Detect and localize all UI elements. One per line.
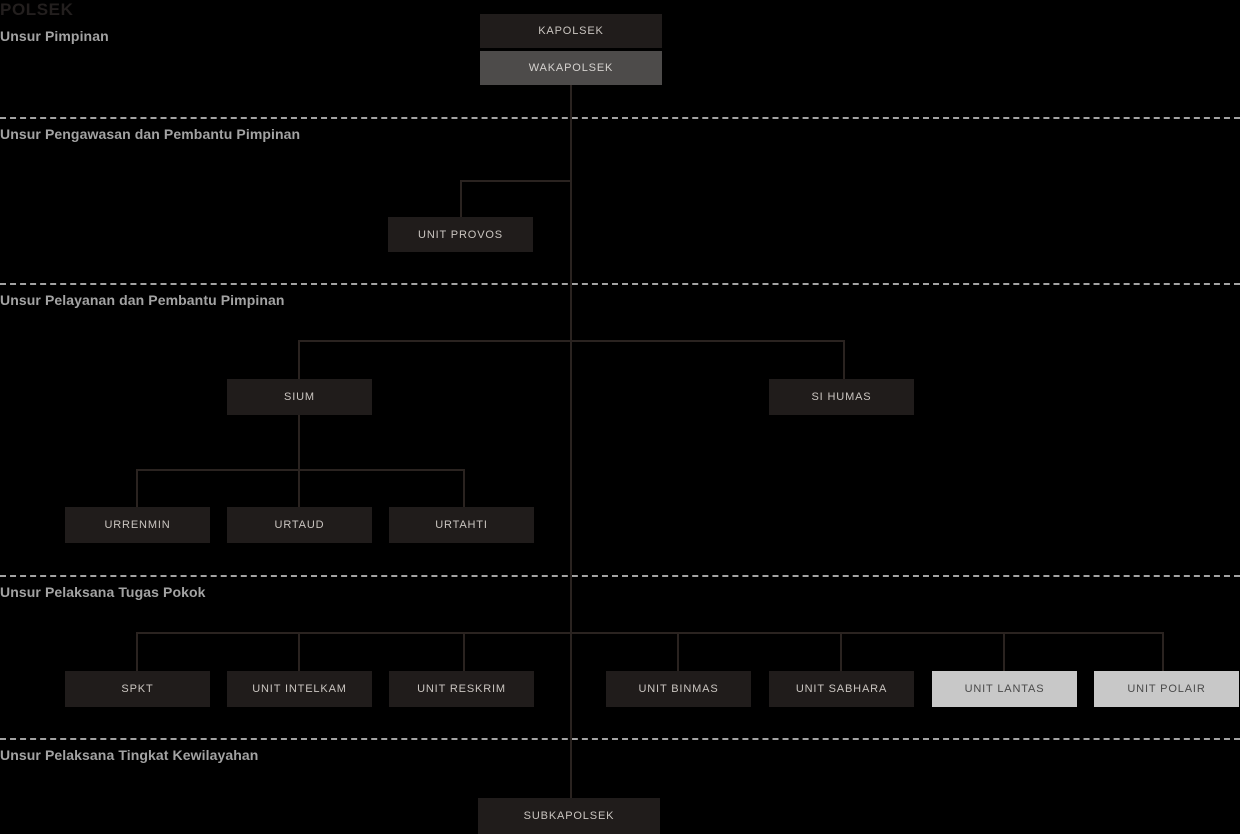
connector-intelkam-vertical bbox=[298, 632, 300, 671]
section-label-unsur-pelayanan-pembantu-pimpinan: Unsur Pelayanan dan Pembantu Pimpinan bbox=[0, 292, 285, 308]
section-label-unsur-pimpinan: Unsur Pimpinan bbox=[0, 28, 109, 44]
node-urtahti[interactable]: URTAHTI bbox=[389, 507, 534, 543]
node-unit-provos-label: UNIT PROVOS bbox=[418, 228, 503, 241]
node-urtaud-label: URTAUD bbox=[274, 519, 325, 531]
node-urtahti-label: URTAHTI bbox=[435, 519, 488, 531]
node-unit-lantas-label: UNIT LANTAS bbox=[964, 683, 1045, 695]
node-sium-label: SIUM bbox=[284, 391, 315, 403]
node-kapolsek[interactable]: KAPOLSEK bbox=[480, 14, 662, 48]
connector-reskrim-vertical bbox=[463, 632, 465, 671]
node-sium[interactable]: SIUM bbox=[227, 379, 372, 415]
node-spkt[interactable]: SPKT bbox=[65, 671, 210, 707]
node-unit-binmas-label: UNIT BINMAS bbox=[638, 683, 719, 695]
section-label-unsur-pengawasan-pembantu-pimpinan: Unsur Pengawasan dan Pembantu Pimpinan bbox=[0, 126, 301, 142]
node-unit-polair-label: UNIT POLAIR bbox=[1127, 683, 1206, 695]
connector-sihumas-vertical bbox=[843, 340, 845, 379]
connector-urtaud-vertical bbox=[298, 469, 300, 507]
section-divider-1 bbox=[0, 117, 1240, 119]
section-divider-3 bbox=[0, 575, 1240, 577]
node-subkapolsek[interactable]: SUBKAPOLSEK bbox=[478, 798, 660, 834]
page-title: POLSEK bbox=[0, 0, 74, 19]
node-urrenmin[interactable]: URRENMIN bbox=[65, 507, 210, 543]
node-subkapolsek-label: SUBKAPOLSEK bbox=[523, 810, 615, 822]
connector-main-trunk bbox=[570, 85, 572, 798]
connector-spkt-vertical bbox=[136, 632, 138, 671]
connector-sium-children-bar bbox=[136, 469, 465, 471]
section-divider-4 bbox=[0, 738, 1240, 740]
node-wakapolsek[interactable]: WAKAPOLSEK bbox=[480, 51, 662, 85]
node-unit-sabhara-label: UNIT SABHARA bbox=[795, 683, 888, 695]
connector-sium-vertical bbox=[298, 340, 300, 379]
node-unit-binmas[interactable]: UNIT BINMAS bbox=[606, 671, 751, 707]
connector-provos-horizontal bbox=[460, 180, 572, 182]
section-label-unsur-pelaksana-tugas-pokok: Unsur Pelaksana Tugas Pokok bbox=[0, 584, 206, 600]
node-unit-polair[interactable]: UNIT POLAIR bbox=[1094, 671, 1239, 707]
node-wakapolsek-label: WAKAPOLSEK bbox=[528, 62, 614, 74]
connector-binmas-vertical bbox=[677, 632, 679, 671]
connector-sium-stem bbox=[298, 415, 300, 470]
connector-urtahti-vertical bbox=[463, 469, 465, 507]
node-unit-intelkam[interactable]: UNIT INTELKAM bbox=[227, 671, 372, 707]
node-unit-intelkam-label: UNIT INTELKAM bbox=[252, 683, 347, 695]
connector-provos-vertical bbox=[460, 180, 462, 218]
node-unit-lantas[interactable]: UNIT LANTAS bbox=[932, 671, 1077, 707]
node-kapolsek-label: KAPOLSEK bbox=[538, 25, 604, 37]
node-urrenmin-label: URRENMIN bbox=[104, 519, 171, 531]
connector-tugas-pokok-bar bbox=[136, 632, 1162, 634]
node-spkt-label: SPKT bbox=[121, 683, 154, 695]
node-unit-reskrim-label: UNIT RESKRIM bbox=[417, 683, 506, 695]
node-unit-provos[interactable]: UNIT PROVOS bbox=[388, 217, 533, 252]
node-urtaud[interactable]: URTAUD bbox=[227, 507, 372, 543]
connector-sabhara-vertical bbox=[840, 632, 842, 671]
connector-urrenmin-vertical bbox=[136, 469, 138, 507]
node-unit-sabhara[interactable]: UNIT SABHARA bbox=[769, 671, 914, 707]
node-unit-reskrim[interactable]: UNIT RESKRIM bbox=[389, 671, 534, 707]
node-si-humas-label: SI HUMAS bbox=[811, 391, 872, 403]
section-label-unsur-pelaksana-tingkat-kewilayahan: Unsur Pelaksana Tingkat Kewilayahan bbox=[0, 747, 259, 763]
connector-polair-vertical bbox=[1162, 632, 1164, 671]
connector-lantas-vertical bbox=[1003, 632, 1005, 671]
connector-pelayanan-bar bbox=[298, 340, 845, 342]
section-divider-2 bbox=[0, 283, 1240, 285]
node-si-humas[interactable]: SI HUMAS bbox=[769, 379, 914, 415]
